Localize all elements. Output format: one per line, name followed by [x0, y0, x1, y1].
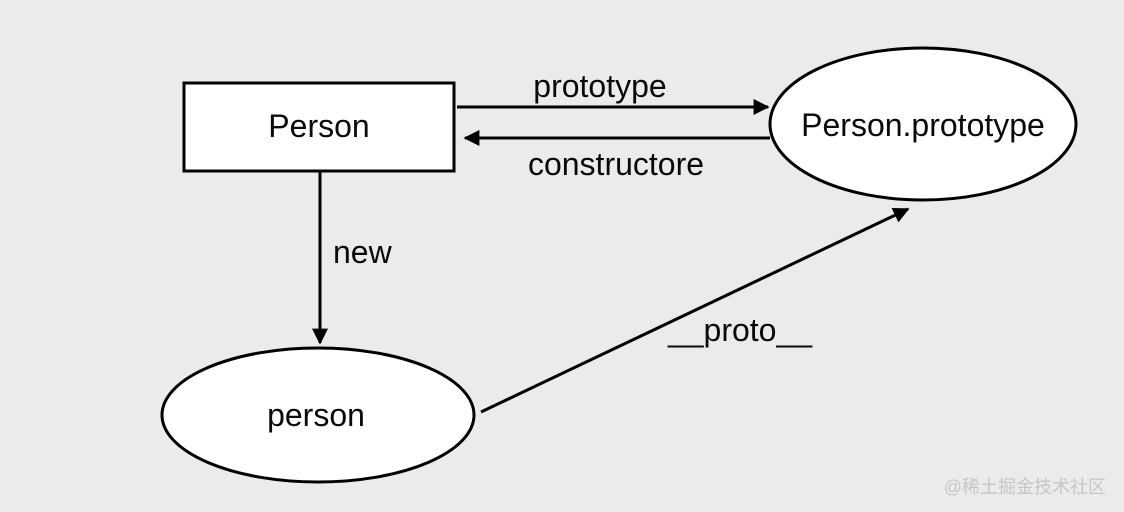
watermark: @稀土掘金技术社区 [944, 477, 1106, 497]
constructor-arrow-label: constructore [528, 146, 704, 182]
person-constructor-label: Person [268, 108, 369, 144]
proto-arrow-label: __proto__ [667, 312, 813, 348]
node-person-prototype: Person.prototype [768, 46, 1078, 202]
edge-proto: __proto__ [480, 207, 910, 414]
person-constructor-box [182, 81, 456, 173]
edge-new: new [312, 171, 393, 345]
node-person-constructor: Person [182, 81, 456, 173]
person-instance-ellipse [160, 346, 476, 484]
edge-prototype: prototype [457, 68, 770, 115]
edge-constructor: constructore [463, 130, 770, 182]
prototype-arrow-label: prototype [533, 68, 666, 104]
person-prototype-ellipse [768, 46, 1078, 202]
person-prototype-label: Person.prototype [801, 107, 1045, 143]
new-arrow-label: new [333, 234, 393, 270]
person-instance-label: person [267, 397, 365, 433]
node-person-instance: person [160, 346, 476, 484]
proto-arrow [480, 207, 910, 414]
